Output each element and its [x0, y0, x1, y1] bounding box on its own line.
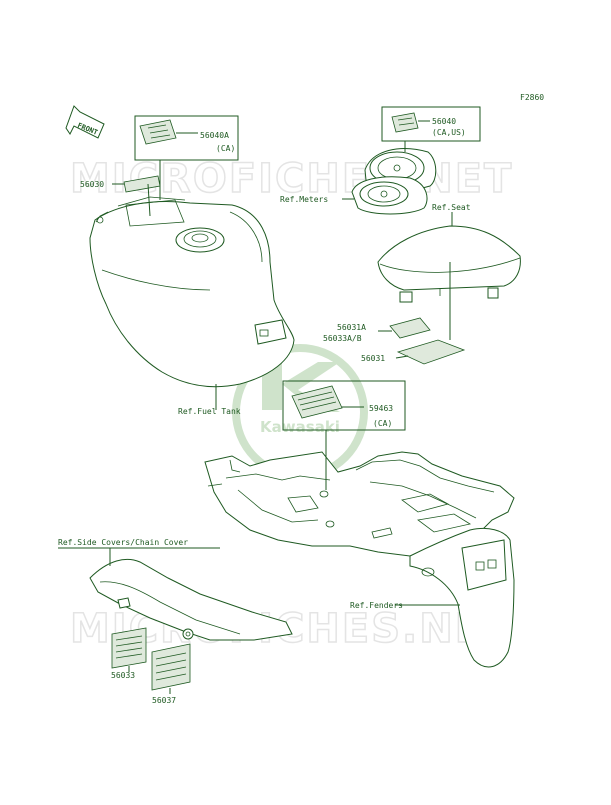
callout-56030: 56030 — [80, 180, 104, 189]
callout-56040: 56040 — [432, 117, 456, 126]
ref-fuel-tank: Ref.Fuel Tank — [178, 407, 241, 416]
callout-56040-note: (CA,US) — [432, 128, 466, 137]
callout-56040A-note: (CA) — [216, 144, 235, 153]
subframe-drawing — [204, 451, 515, 557]
box-56040A — [134, 115, 239, 161]
label-59463 — [291, 385, 343, 419]
fuel-tank-drawing — [89, 196, 295, 388]
callout-59463-note: (CA) — [373, 419, 392, 428]
box-59463 — [282, 380, 406, 431]
box-56040 — [381, 106, 481, 142]
callout-59463: 59463 — [369, 404, 393, 413]
ref-meters: Ref.Meters — [280, 195, 328, 204]
ref-seat: Ref.Seat — [432, 203, 471, 212]
label-56031A — [389, 317, 431, 339]
ref-fenders: Ref.Fenders — [350, 601, 403, 610]
callout-56033AB: 56033A/B — [323, 334, 362, 343]
label-56040A — [139, 119, 177, 145]
front-arrow-icon: FRONT — [65, 105, 105, 139]
ref-side-covers: Ref.Side Covers/Chain Cover — [58, 538, 188, 547]
seat-drawing — [377, 225, 521, 303]
label-56033 — [111, 627, 147, 669]
label-56031 — [396, 339, 466, 365]
kawasaki-logo-text: Kawasaki — [260, 418, 340, 436]
kawasaki-logo: Kawasaki — [232, 344, 368, 480]
callout-56040A: 56040A — [200, 131, 229, 140]
chain-cover-drawing — [89, 558, 293, 641]
label-56040 — [391, 112, 419, 133]
callout-56033: 56033 — [111, 671, 135, 680]
callout-56031A: 56031A — [337, 323, 366, 332]
rear-fender-drawing — [409, 527, 515, 668]
callout-56037: 56037 — [152, 696, 176, 705]
meters-drawing — [351, 148, 437, 215]
figure-code: F2860 — [520, 93, 544, 102]
label-56037 — [151, 643, 191, 691]
callout-56031: 56031 — [361, 354, 385, 363]
